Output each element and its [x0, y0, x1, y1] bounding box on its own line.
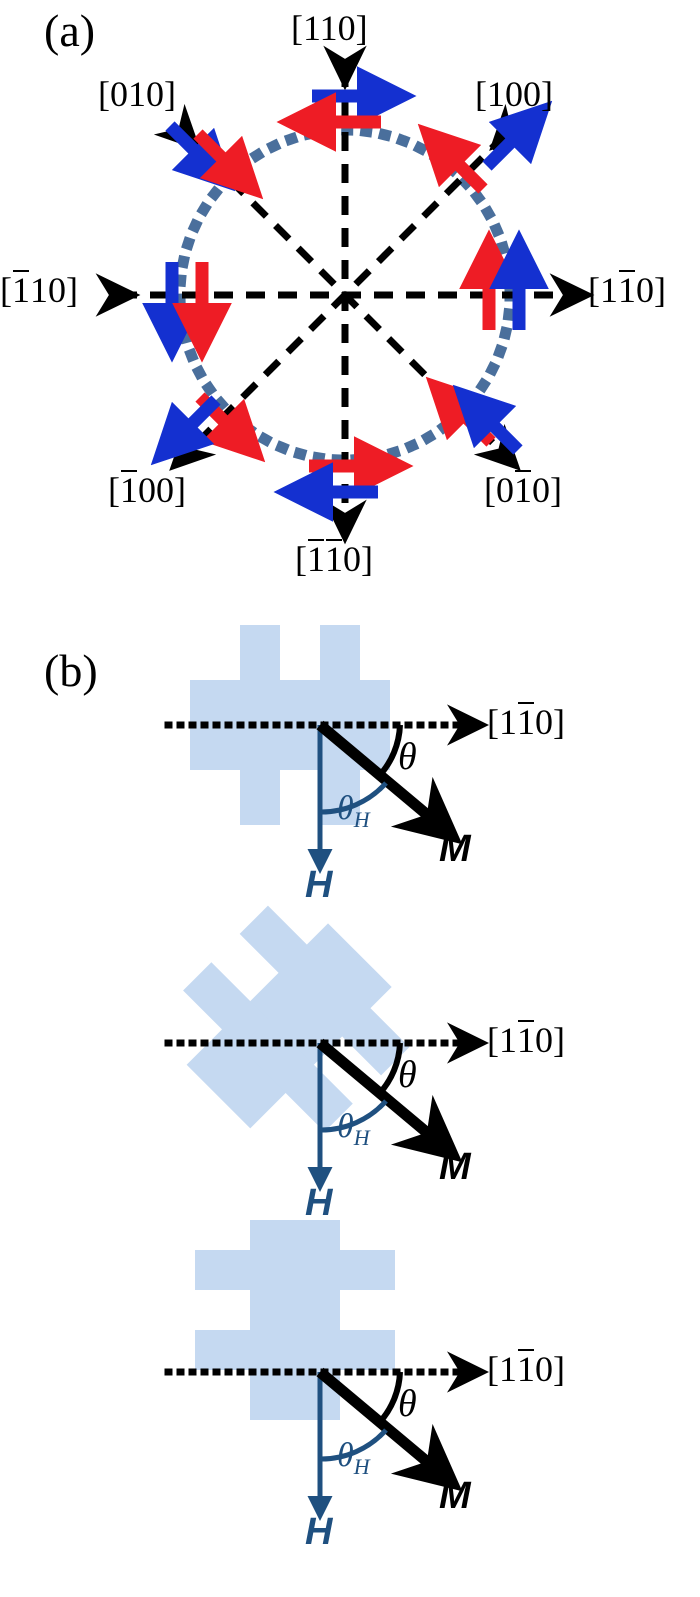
axis-100-m100	[169, 103, 537, 471]
device-1-theta-label: θ	[398, 736, 417, 778]
device-2-hallbar-shape	[183, 905, 410, 1132]
dir-label-110: [110]	[291, 8, 368, 48]
device-3-M-label: M	[439, 1475, 471, 1517]
arrow-pair-010	[165, 121, 264, 200]
device-3-hallbar-shape	[195, 1220, 395, 1420]
device-2	[164, 905, 489, 1193]
device-2-M-label: M	[439, 1146, 471, 1188]
dir-label-010: [010]	[98, 74, 176, 114]
device-2-theta-label: θ	[398, 1054, 417, 1096]
dir-label-100: [100]	[475, 74, 553, 114]
device-1-hallbar-shape	[190, 625, 390, 825]
dir-label-1m10: [110]	[588, 269, 666, 310]
device-2-theta-arc	[376, 1042, 403, 1097]
device-3-H-label: H	[305, 1511, 333, 1553]
dir-label-m100: [100]	[108, 469, 186, 510]
panel-b-label: (b)	[44, 645, 98, 696]
device-3	[164, 1220, 489, 1522]
device-1-hallbar-group	[190, 625, 390, 825]
arrow-pair-1m10	[459, 229, 549, 330]
device-1	[164, 625, 489, 875]
device-2-axis-label: [110]	[487, 1019, 565, 1060]
device-1-thetaH-arc	[319, 781, 388, 815]
panel-a-compass	[95, 45, 595, 545]
device-1-H-label: H	[305, 864, 333, 906]
device-3-thetaH-arc	[319, 1428, 388, 1462]
dir-label-m1m10: [110]	[295, 538, 373, 579]
red-arrow-010	[193, 129, 264, 200]
blue-arrow-100	[482, 100, 553, 171]
device-3-axis-label: [110]	[487, 1348, 565, 1389]
dir-label-m110: [110]	[0, 269, 78, 310]
device-3-thetaH-label: θH	[337, 1437, 370, 1479]
device-3-hallbar-group	[195, 1220, 395, 1420]
blue-arrow-m100	[150, 395, 221, 466]
device-1-thetaH-label: θH	[337, 790, 370, 832]
blue-arrow-0m10	[452, 384, 523, 455]
device-2-thetaH-label: θH	[337, 1108, 370, 1150]
red-arrow-100	[417, 123, 488, 194]
device-1-M-label: M	[439, 828, 471, 870]
arrow-pair-m100	[150, 392, 266, 466]
arrow-pair-m110	[142, 262, 232, 363]
arrow-pair-0m10	[425, 376, 523, 455]
device-2-thetaH-arc	[319, 1099, 388, 1133]
device-2-hallbar-group	[183, 905, 410, 1132]
panel-a-label: (a)	[44, 5, 96, 56]
dir-label-0m10: [010]	[484, 469, 562, 510]
device-2-H-label: H	[305, 1182, 333, 1224]
device-3-theta-arc	[376, 1371, 403, 1426]
device-1-axis-label: [110]	[487, 701, 565, 742]
arrow-pair-m1m10	[273, 436, 414, 522]
device-3-theta-label: θ	[398, 1383, 417, 1425]
arrow-pair-100	[417, 100, 553, 194]
arrow-pair-110	[276, 66, 417, 152]
device-1-theta-arc	[376, 724, 403, 779]
